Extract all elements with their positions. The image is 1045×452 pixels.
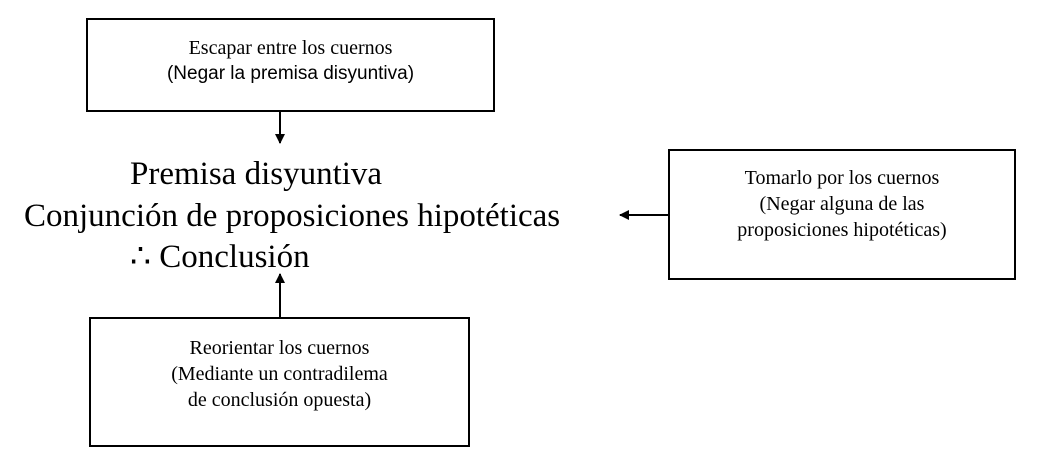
box-bottom-subtitle-1: (Mediante un contradilema bbox=[171, 363, 388, 385]
box-bottom-title: Reorientar los cuernos bbox=[189, 337, 370, 359]
box-right-title: Tomarlo por los cuernos bbox=[744, 167, 940, 189]
box-top-title: Escapar entre los cuernos bbox=[188, 37, 393, 59]
box-right-subtitle-2: proposiciones hipotéticas) bbox=[737, 219, 947, 241]
box-take-by-horns: Tomarlo por los cuernos (Negar alguna de… bbox=[668, 149, 1016, 280]
center-conjunction: Conjunción de proposiciones hipotéticas bbox=[24, 198, 561, 234]
box-bottom-subtitle-2: de conclusión opuesta) bbox=[187, 389, 372, 411]
center-premise: Premisa disyuntiva bbox=[130, 156, 383, 192]
center-conclusion: ∴ Conclusión bbox=[130, 239, 310, 275]
box-top-subtitle: (Negar la premisa disyuntiva) bbox=[166, 63, 415, 84]
box-reorient-horns: Reorientar los cuernos (Mediante un cont… bbox=[89, 317, 470, 447]
box-right-subtitle-1: (Negar alguna de las bbox=[759, 193, 925, 215]
box-escape-between-horns: Escapar entre los cuernos (Negar la prem… bbox=[86, 18, 495, 112]
